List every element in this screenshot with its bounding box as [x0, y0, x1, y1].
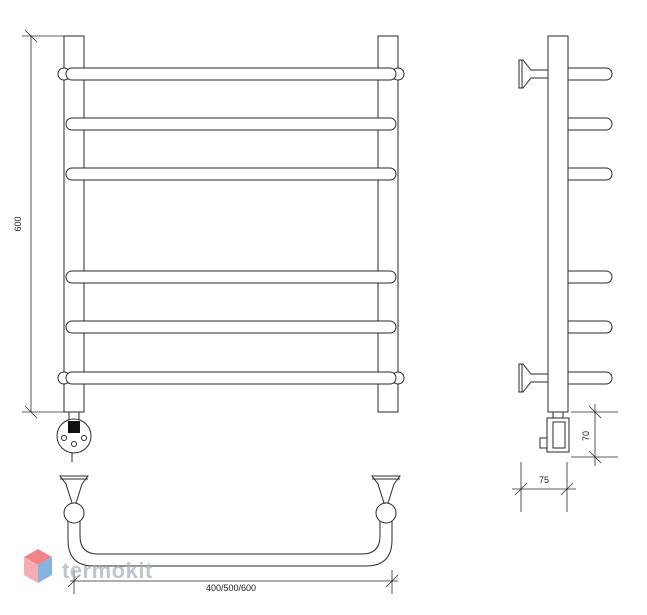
front-rungs [65, 67, 397, 385]
dim75-label: 75 [539, 475, 549, 485]
termokit-logo-text: termokit [62, 558, 153, 583]
dim70-label: 70 [581, 431, 591, 441]
connector-height-dimension: 70 [571, 404, 618, 466]
height-dim-tick-top [24, 29, 38, 43]
side-stub-6 [567, 371, 613, 385]
heater-button-left [61, 435, 67, 441]
top-right-bracket-flange [371, 475, 401, 504]
termokit-logo-icon [24, 549, 52, 583]
rung-3 [65, 167, 397, 181]
top-u-pipe-inner [79, 512, 381, 555]
rung-6 [65, 371, 397, 385]
rung-1 [65, 67, 397, 81]
side-depth-dimension: 75 [512, 462, 576, 512]
side-post [547, 35, 569, 413]
side-wall-brackets [518, 59, 549, 393]
width-dim-tick-right [385, 574, 399, 588]
rung-2 [65, 117, 397, 131]
dim75-tick-left [514, 482, 528, 496]
dim70-tick-bottom [588, 450, 602, 464]
top-view: 400/500/600 [59, 475, 401, 594]
side-bracket-top [518, 59, 549, 89]
side-stub-1 [567, 67, 613, 81]
side-rung-stubs [567, 67, 613, 385]
top-left-joint [63, 502, 85, 524]
side-stub-3 [567, 167, 613, 181]
side-connector-plug [539, 437, 548, 449]
side-bracket-bottom [518, 363, 549, 393]
side-stub-2 [567, 117, 613, 131]
height-dim-label: 600 [13, 216, 23, 231]
front-view: 600 [13, 29, 405, 462]
termokit-watermark: termokit [24, 549, 153, 583]
top-right-joint [375, 502, 397, 524]
side-stub-4 [567, 270, 613, 284]
side-connector-inner [552, 421, 566, 449]
top-left-bracket-flange [59, 475, 89, 504]
side-view: 70 75 [512, 35, 618, 512]
heater-control-unit [56, 411, 92, 462]
front-left-post [63, 35, 85, 413]
width-dimension: 400/500/600 [67, 570, 399, 594]
heater-dial-body [56, 418, 92, 454]
rung-4 [65, 270, 397, 284]
side-stub-5 [567, 320, 613, 334]
top-left-bracket [59, 475, 89, 524]
side-connector-neck [552, 411, 564, 419]
width-dim-label: 400/500/600 [206, 583, 256, 593]
heater-button-right [81, 435, 87, 441]
front-right-post [377, 35, 399, 413]
heater-button-center [71, 441, 77, 447]
top-right-bracket [371, 475, 401, 524]
top-u-pipe-outer [67, 512, 393, 567]
front-wall-mounts [57, 67, 405, 385]
heater-display-icon [68, 421, 80, 433]
dim75-tick-right [560, 482, 574, 496]
height-dimension: 600 [13, 29, 64, 419]
side-heater-connector [539, 411, 570, 453]
rung-5 [65, 320, 397, 334]
dim70-tick-top [588, 405, 602, 419]
height-dim-tick-bottom [24, 405, 38, 419]
width-dim-tick-left [67, 574, 81, 588]
